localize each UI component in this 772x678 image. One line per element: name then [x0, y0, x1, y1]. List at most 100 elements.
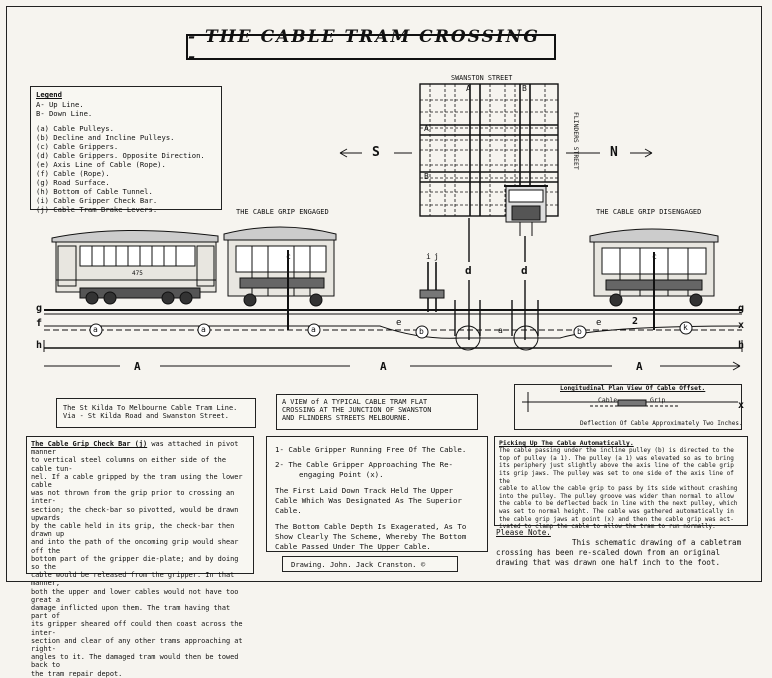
check-bar-line: section and clear of any other trams app… — [31, 636, 243, 654]
view-line-3: AND FLINDERS STREETS MELBOURNE. — [282, 414, 411, 423]
check-bar-line: was attached in pivot manner — [31, 440, 239, 457]
longitudinal-x: x — [738, 400, 745, 411]
view-box: A VIEW of A TYPICAL CABLE TRAM FLAT CROS… — [276, 394, 478, 430]
legend-line-b: B- Down Line. — [36, 109, 93, 118]
trailer-tram — [51, 229, 219, 305]
note-p1: Cable Which Was Designated As The Superi… — [275, 496, 462, 505]
pulley-a-1 — [89, 323, 103, 337]
legend-item: (f) Cable (Rope). — [36, 169, 110, 178]
note-p2: Cable Passed Under The Upper Cable. — [275, 542, 431, 551]
label-c-2: c — [652, 252, 657, 261]
label-d-2: d — [521, 264, 528, 277]
tunnel-pulley-1 — [455, 325, 481, 351]
tunnel-pulley-2 — [513, 325, 539, 351]
legend-item: (d) Cable Grippers. Opposite Direction. — [36, 151, 205, 160]
picking-up-line: its grip jaws. The pulley was set to one… — [499, 469, 734, 485]
label-h: h — [36, 340, 43, 351]
grip-tram-engaged — [223, 226, 337, 330]
plan-label-b-side: B — [424, 172, 429, 181]
pulley-b-1 — [415, 325, 429, 339]
longitudinal-caption: Deflection Of Cable Approximately Two In… — [580, 420, 743, 427]
please-note-line: drawing that was drawn one half inch to … — [496, 558, 721, 567]
tram-number: 475 — [132, 270, 143, 277]
diagram-page: - THE CABLE TRAM CROSSING - Legend A- Up… — [6, 6, 762, 678]
check-bar-line: to vertical steel columns on either side… — [31, 456, 226, 473]
legend-item: (e) Axis Line of Cable (Rope). — [36, 160, 166, 169]
title-box: - THE CABLE TRAM CROSSING - — [186, 27, 556, 67]
plan-label-a-top: A — [466, 84, 471, 93]
pulley-b-2 — [573, 325, 587, 339]
north-arrow-head — [644, 148, 653, 158]
note-p2: The Bottom Cable Depth Is Exagerated, As… — [275, 522, 467, 531]
please-note-line: This schematic drawing of a cabletram — [572, 538, 742, 547]
picking-up-line: cable to allow the cable grip to pass by… — [499, 485, 738, 493]
note-2b: engaging Point (x). — [299, 470, 384, 479]
check-bar-line: section; the check-bar so pivotted, woul… — [31, 505, 239, 522]
pulley-a-2 — [197, 323, 211, 337]
grip-engaged-label: THE CABLE GRIP ENGAGED — [236, 208, 329, 216]
pulley-a-3 — [307, 323, 321, 337]
label-f: f — [36, 318, 43, 329]
label-e-2: e — [596, 318, 602, 328]
legend-item: (i) Cable Gripper Check Bar. — [36, 196, 158, 205]
note-p2: Show Clearly The Scheme, Whereby The Bot… — [275, 532, 467, 541]
notes-box: 1- Cable Gripper Running Free Of The Cab… — [266, 436, 488, 552]
note-2a: 2- The Cable Gripper Approaching The Re- — [275, 460, 453, 469]
please-note-heading: Please Note. — [496, 528, 551, 537]
picking-up-line: was set to normal height. The cable was … — [499, 507, 734, 515]
legend-line-a: A- Up Line. — [36, 100, 84, 109]
label-d-1: d — [465, 264, 472, 277]
label-j: j — [434, 252, 439, 261]
label-A-3: A — [636, 360, 643, 373]
pulley-k — [679, 321, 693, 335]
route-line-1: The St Kilda To Melbourne Cable Tram Lin… — [63, 404, 238, 412]
label-k: k — [683, 323, 688, 332]
longitudinal-cable-label: Cable — [598, 396, 618, 404]
legend-box: Legend A- Up Line. B- Down Line. (a) Cab… — [30, 86, 222, 214]
cable-axis-line — [44, 325, 743, 339]
please-note-line: crossing has been re-scaled down from an… — [496, 548, 721, 557]
south-arrow-head — [339, 148, 348, 158]
plan-street-side: FLINDERS STREET — [572, 112, 580, 170]
check-bar-line: cable would be released from the gripper… — [31, 571, 235, 588]
plan-label-a-side: A — [424, 124, 429, 133]
route-box: The St Kilda To Melbourne Cable Tram Lin… — [56, 398, 256, 428]
picking-up-line: the cable to be deflected back in line w… — [499, 500, 738, 508]
outer-frame — [6, 6, 762, 582]
legend-item: (j) Cable Tram Brake Levers. — [36, 205, 158, 214]
picking-up-line: ivated to clamp the cable to allow the t… — [499, 523, 716, 531]
longitudinal-grip-label: Grip — [650, 396, 666, 404]
label-b-1: b — [419, 327, 424, 336]
picking-up-line: its periphery just slightly above the ax… — [499, 462, 734, 470]
longitudinal-box — [514, 384, 742, 430]
picking-up-line: into the pulley. The pulley groove was w… — [499, 492, 734, 500]
legend-item: (g) Road Surface. — [36, 178, 110, 187]
plan-street-top: SWANSTON STREET — [451, 74, 513, 82]
check-bar-line: its gripper sheared off could then coast… — [31, 620, 243, 637]
legend-heading: Legend — [36, 90, 62, 99]
legend-item: (c) Cable Grippers. — [36, 142, 119, 151]
check-bar-line: bottom part of the gripper die-plate; an… — [31, 554, 239, 572]
picking-up-line: The cable passing under the incline pull… — [499, 447, 734, 455]
check-bar-line: was not thrown from the grip prior to cr… — [31, 489, 235, 506]
drawing-credit: Drawing. John. Jack Cranston. © — [291, 560, 426, 569]
label-a-1: a — [93, 325, 98, 334]
longitudinal-heading: Longitudinal Plan View Of Cable Offset. — [560, 385, 706, 392]
note-p1: Cable. — [275, 506, 302, 515]
front-view-tram — [504, 185, 548, 236]
picking-up-line: the cable grip jaws at point (x) and the… — [499, 515, 734, 523]
note-p1: The First Laid Down Track Held The Upper — [275, 486, 453, 495]
picking-up-heading: Picking Up The Cable Automatically. — [499, 439, 634, 447]
please-note-box: Please Note. This schematic drawing of a… — [496, 528, 746, 568]
label-a-2: a — [201, 325, 206, 334]
view-line-1: A VIEW of A TYPICAL CABLE TRAM FLAT — [282, 398, 428, 406]
label-e-1: e — [396, 318, 402, 328]
diagram-drawing — [43, 83, 743, 412]
check-bar-line: damage inflicted upon them. The tram hav… — [31, 604, 231, 621]
check-bar-line: both the upper and lower cables would no… — [31, 587, 239, 604]
label-h-right: h — [738, 340, 745, 351]
route-line-2: Via - St Kilda Road and Swanston Street. — [63, 412, 229, 421]
check-bar-line: angles to it. The damaged tram would the… — [31, 653, 239, 670]
legend-item: (b) Decline and Incline Pulleys. — [36, 133, 175, 142]
plan-label-b-top: B — [522, 84, 527, 93]
